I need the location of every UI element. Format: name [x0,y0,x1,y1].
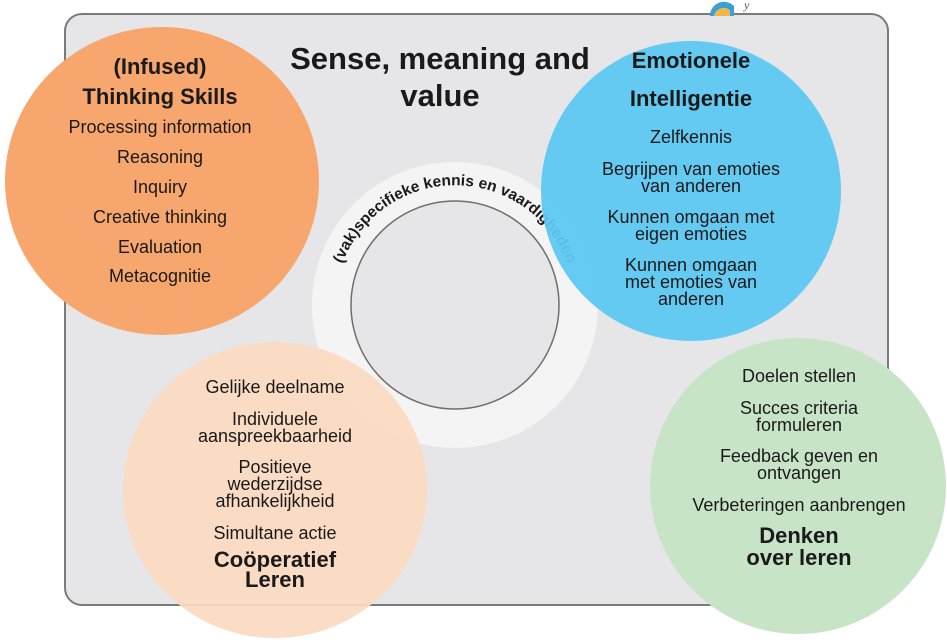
inner-ring-circle [350,200,560,410]
list-item: Begrijpen van emoties van anderen [601,158,781,196]
thinking-about-learning-circle [650,338,946,634]
list-item: Inquiry [132,176,188,197]
cooperative-learning-block: Gelijke deelname Individuele aanspreekba… [143,378,407,591]
cooperative-heading-1: Coöperatief [213,547,337,573]
thinking-skills-heading-2: Thinking Skills [82,84,238,109]
thinking-about-learning-block: Doelen stellen Succes criteria formulere… [660,367,938,569]
list-item: Gelijke deelname [205,377,345,397]
emotional-heading-2: Intelligentie [629,86,753,111]
list-item: Creative thinking [92,206,228,227]
list-item: Reasoning [116,146,204,167]
emotional-intelligence-circle [541,41,841,341]
list-item: Succes criteria formuleren [739,397,859,435]
cooperative-learning-circle [123,342,427,638]
list-item: Verbeteringen aanbrengen [692,495,906,516]
logo-icon: y [700,0,760,16]
thinking-skills-heading-1: (Infused) [113,54,207,79]
list-item: Doelen stellen [741,366,857,386]
list-item: Simultane actie [213,523,337,544]
thinking-about-learning-heading-1: Denken [759,523,839,549]
list-item: Zelfkennis [649,127,733,147]
thinking-skills-circle [5,27,319,335]
list-item: Positieve wederzijdse afhankelijkheid [215,457,335,512]
emotional-heading-1: Emotionele [631,48,751,73]
svg-text:y: y [743,0,750,12]
list-item: Processing information [68,117,252,137]
list-item: Individuele aanspreekbaarheid [197,408,353,446]
emotional-intelligence-block: Emotionele Intelligentie Zelfkennis Begr… [560,50,822,323]
list-item: Evaluation [117,236,203,257]
thinking-about-learning-heading-2: over leren [746,545,852,571]
list-item: Feedback geven en ontvangen [719,446,879,484]
list-item: Kunnen omgaan met eigen emoties [607,207,775,245]
knowledge-ring: (vak)specifieke kennis en vaardigheden [310,160,600,450]
center-title: Sense, meaning and value [290,41,590,114]
list-item: Metacognitie [108,266,212,287]
list-item: Kunnen omgaan met emoties van anderen [624,255,758,310]
cooperative-heading-2: Leren [245,567,305,593]
thinking-skills-block: (Infused) Thinking Skills Processing inf… [25,56,295,297]
